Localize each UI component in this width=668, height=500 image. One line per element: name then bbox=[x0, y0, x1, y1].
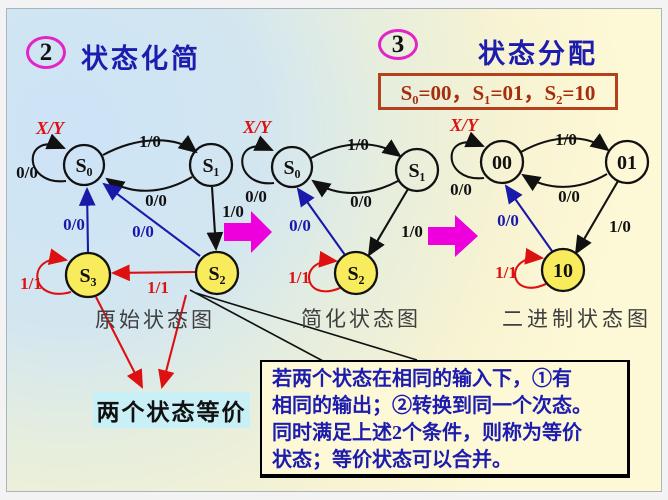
diagram2-state-s2-label: S₂ bbox=[347, 263, 364, 285]
state-assignment-box: S₀=00，S₁=01，S₂=10 bbox=[378, 73, 618, 110]
equivalence-box: 两个状态等价 bbox=[93, 392, 250, 428]
diagram2-edge-s1-to-s2 bbox=[367, 188, 409, 257]
diagram2-edge-s2-to-s0 bbox=[296, 187, 346, 256]
diagram1-xy-label: X/Y bbox=[35, 118, 66, 138]
diagram3-edge-00-selfloop bbox=[450, 131, 485, 180]
diagram2-edge-s0-to-s1-label: 1/0 bbox=[347, 135, 369, 154]
diagram1-edge-s3-to-s0-label: 0/0 bbox=[63, 215, 85, 234]
section3-title: 状态分配 bbox=[478, 39, 598, 69]
equivalence-arrow-from-s3 bbox=[95, 296, 143, 389]
diagram3-state-10-label: 10 bbox=[553, 260, 573, 282]
diagram3-edge-01-to-00-label: 0/0 bbox=[558, 187, 580, 206]
diagram3-edge-10-to-00 bbox=[504, 184, 553, 252]
diagram1-state-s3-label: S₃ bbox=[79, 265, 96, 287]
diagram3-edge-10-to-00-label: 0/0 bbox=[497, 211, 519, 230]
diagram1-edge-s0-selfloop bbox=[31, 133, 67, 183]
diagram2-edge-s1-to-s0-label: 0/0 bbox=[350, 192, 372, 211]
diagram1-edge-s0-to-s1-label: 1/0 bbox=[139, 132, 161, 151]
diagram2-state-s1 bbox=[394, 147, 440, 193]
diagram3-edge-01-to-10-label: 1/0 bbox=[609, 217, 631, 236]
diagram1-edge-s0-to-s1 bbox=[102, 134, 198, 156]
diagram2-edge-s0-to-s1 bbox=[310, 139, 402, 159]
note-callout-line-2 bbox=[195, 292, 418, 361]
diagram3-edge-01-to-10 bbox=[574, 180, 619, 255]
diagram2-state-s2 bbox=[333, 250, 379, 296]
state-assignment-text: S₀=00，S₁=01，S₂=10 bbox=[400, 80, 596, 105]
note-line-3: 同时满足上述2个条件，则称为等价 bbox=[272, 422, 582, 444]
diagram1-edge-s3-selfloop-label: 1/1 bbox=[20, 274, 42, 293]
diagram3-state-00 bbox=[479, 139, 525, 185]
diagram1-edge-s0-selfloop-label: 0/0 bbox=[16, 163, 38, 182]
diagram1-caption: 原始状态图 bbox=[95, 308, 215, 332]
diagram2-state-s0-label: S₀ bbox=[283, 157, 300, 179]
note-line-1: 若两个状态在相同的输入下，①有 bbox=[272, 368, 572, 390]
note-callout-line-1 bbox=[189, 289, 324, 362]
diagram3-state-01-label: 01 bbox=[617, 152, 637, 174]
diagram2-edge-s2-selfloop-label: 1/1 bbox=[288, 268, 310, 287]
diagram1-state-s3 bbox=[64, 251, 112, 299]
diagram3-xy-label: X/Y bbox=[449, 115, 480, 135]
diagram2-xy-label: X/Y bbox=[242, 117, 273, 137]
diagram1-state-s1 bbox=[188, 142, 234, 188]
diagram1-state-s0 bbox=[62, 143, 106, 187]
section3-badge: 3 bbox=[378, 29, 418, 60]
diagram1-state-s2-label: S₂ bbox=[208, 263, 225, 285]
diagram2-edge-s1-to-s0 bbox=[311, 179, 399, 198]
equivalence-arrow-from-s2 bbox=[158, 294, 188, 390]
diagram3-edge-10-selfloop-label: 1/1 bbox=[495, 263, 517, 282]
diagram1-edge-s2-to-s3 bbox=[110, 264, 196, 282]
diagram2-caption: 简化状态图 bbox=[301, 307, 421, 331]
diagram3-edge-00-to-01-label: 1/0 bbox=[555, 130, 577, 149]
section2-title: 状态化简 bbox=[81, 44, 201, 74]
diagram2-edge-s2-to-s0-label: 0/0 bbox=[289, 216, 311, 235]
diagram1-state-s1-label: S₁ bbox=[202, 155, 219, 177]
diagram1-edge-s1-to-s0-label: 0/0 bbox=[145, 191, 167, 210]
diagram3-edge-00-to-01 bbox=[520, 133, 610, 153]
diagram2-state-s1-label: S₁ bbox=[408, 160, 425, 182]
diagram2-edge-s0-selfloop-label: 0/0 bbox=[245, 187, 267, 206]
note-line-2: 相同的输出；②转换到同一个次态。 bbox=[272, 395, 592, 417]
diagram3-state-01 bbox=[604, 139, 650, 185]
note-box: 若两个状态在相同的输入下，①有 相同的输出；②转换到同一个次态。 同时满足上述2… bbox=[260, 360, 630, 478]
diagram2-edge-s0-selfloop bbox=[241, 135, 275, 185]
section2-badge-number: 2 bbox=[39, 38, 53, 66]
note-line-4: 状态；等价状态可以合并。 bbox=[272, 449, 512, 471]
diagram1-edge-s2-to-s0 bbox=[102, 182, 201, 257]
diagram2-edge-s1-to-s2-label: 1/0 bbox=[401, 222, 423, 241]
equivalence-box-text: 两个状态等价 bbox=[96, 400, 247, 425]
diagram1-edge-s1-to-s2-label: 1/0 bbox=[222, 202, 244, 221]
transform-arrow-2-icon bbox=[428, 215, 478, 257]
diagram1-edge-s1-to-s0 bbox=[105, 176, 193, 196]
diagram2-state-s0 bbox=[270, 145, 314, 189]
transform-arrow-1-icon bbox=[224, 211, 272, 253]
section2-badge: 2 bbox=[26, 36, 66, 69]
diagram3-caption: 二进制状态图 bbox=[502, 307, 652, 331]
diagram3-edge-10-selfloop bbox=[514, 247, 547, 289]
diagram3-edge-01-to-00 bbox=[521, 173, 608, 192]
diagram1-edge-s3-selfloop bbox=[36, 248, 72, 295]
section3-badge-number: 3 bbox=[391, 30, 405, 58]
diagram3-state-10 bbox=[540, 247, 586, 293]
diagram1-edge-s3-to-s0 bbox=[78, 186, 96, 253]
diagram1-state-s0-label: S₀ bbox=[75, 155, 92, 177]
diagram2-edge-s2-selfloop bbox=[308, 250, 341, 293]
diagram1-edge-s2-to-s3-label: 1/1 bbox=[147, 278, 169, 297]
diagram1-edge-s2-to-s0-label: 0/0 bbox=[132, 222, 154, 241]
diagram3-edge-00-selfloop-label: 0/0 bbox=[450, 180, 472, 199]
diagram1-state-s2 bbox=[194, 250, 240, 296]
diagram3-state-00-label: 00 bbox=[492, 152, 512, 174]
diagram1-edge-s1-to-s2 bbox=[206, 186, 224, 252]
